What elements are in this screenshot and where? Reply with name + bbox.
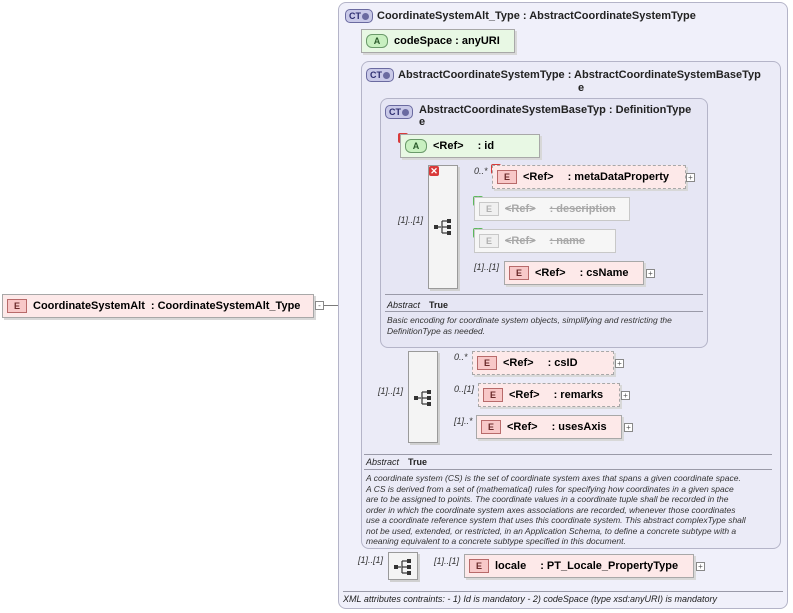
element-badge-icon: E: [479, 234, 499, 249]
element-badge-icon: E: [497, 170, 517, 185]
element-badge-icon: E: [7, 299, 27, 314]
element-name: locale: [495, 560, 527, 572]
complex-type-title: AbstractCoordinateSystemBaseTyp : Defini…: [419, 104, 692, 116]
element-badge-icon: E: [479, 202, 499, 217]
element-name: : description: [549, 203, 616, 215]
connector: [322, 305, 338, 306]
expander-plus-icon[interactable]: +: [646, 269, 655, 278]
element-badge-icon: E: [477, 356, 497, 371]
divider: [343, 591, 783, 592]
complex-type-title-wrap: e: [578, 82, 585, 94]
cardinality-label: [1]..[1]: [434, 556, 460, 566]
cardinality-label: [1]..[1]: [398, 215, 424, 225]
divider: [364, 454, 772, 455]
element-badge-icon: E: [469, 559, 489, 574]
complex-type-badge-icon: CT: [385, 105, 413, 119]
element-badge-icon: E: [483, 388, 503, 403]
ref-label: <Ref>: [509, 389, 540, 401]
element-name-removed[interactable]: E <Ref> : name: [474, 229, 616, 253]
complex-type-badge-icon: CT: [345, 9, 373, 23]
ref-label: <Ref>: [503, 357, 534, 369]
element-badge-icon: E: [509, 266, 529, 281]
sequence-compositor[interactable]: [388, 552, 418, 580]
element-badge-icon: E: [481, 420, 501, 435]
sequence-icon: [434, 219, 451, 235]
attribute-name: : id: [477, 140, 495, 152]
prohibited-x-icon: ✕: [429, 166, 439, 176]
element-csid[interactable]: E <Ref> : csID: [472, 351, 614, 375]
abstract-value: True: [429, 300, 449, 310]
abstract-value: True: [408, 457, 428, 467]
complex-type-title: CoordinateSystemAlt_Type : AbstractCoord…: [377, 10, 696, 22]
complex-type-title: AbstractCoordinateSystemType : AbstractC…: [398, 69, 761, 81]
divider: [385, 294, 703, 295]
cardinality-label: 0..*: [474, 166, 488, 176]
element-type: : CoordinateSystemAlt_Type: [150, 300, 301, 312]
attribute-badge-icon: A: [405, 139, 427, 154]
xml-constraints-footer: XML attributes contraints: - 1) Id is ma…: [343, 594, 717, 604]
attribute-name: codeSpace: [394, 35, 453, 47]
element-remarks[interactable]: E <Ref> : remarks: [478, 383, 620, 407]
sequence-icon: [414, 390, 431, 406]
complex-type-badge-icon: CT: [366, 68, 394, 82]
documentation-text: Basic encoding for coordinate system obj…: [387, 315, 672, 336]
element-name: : csID: [547, 357, 578, 369]
element-name: : metaDataProperty: [567, 171, 670, 183]
ref-label: <Ref>: [505, 235, 536, 247]
complex-type-title-wrap: e: [419, 116, 426, 128]
element-description[interactable]: E <Ref> : description: [474, 197, 630, 221]
element-name: : usesAxis: [551, 421, 607, 433]
abstract-label: Abstract: [366, 457, 400, 467]
element-csname[interactable]: E <Ref> : csName: [504, 261, 644, 285]
element-name: : csName: [579, 267, 629, 279]
attribute-id[interactable]: A <Ref> : id: [400, 134, 540, 158]
expander-plus-icon[interactable]: -: [315, 301, 324, 310]
documentation-text: A coordinate system (CS) is the set of c…: [366, 473, 746, 546]
ref-label: <Ref>: [535, 267, 566, 279]
ref-label: <Ref>: [523, 171, 554, 183]
attribute-badge-icon: A: [366, 34, 388, 49]
sequence-compositor[interactable]: [408, 351, 438, 443]
element-name: : name: [549, 235, 586, 247]
sequence-compositor[interactable]: ✕: [428, 165, 458, 289]
element-usesaxis[interactable]: E <Ref> : usesAxis: [476, 415, 622, 439]
expander-plus-icon[interactable]: +: [621, 391, 630, 400]
cardinality-label: [1]..[1]: [378, 386, 404, 396]
cardinality-label: 0..[1]: [454, 384, 475, 394]
expander-plus-icon[interactable]: +: [624, 423, 633, 432]
element-type: : PT_Locale_PropertyType: [540, 560, 679, 572]
divider: [385, 311, 703, 312]
expander-plus-icon[interactable]: +: [686, 173, 695, 182]
expander-plus-icon[interactable]: +: [615, 359, 624, 368]
divider: [364, 469, 772, 470]
complex-type-coordinatesystemalt-type: CT CoordinateSystemAlt_Type : AbstractCo…: [338, 2, 788, 609]
ref-label: <Ref>: [433, 140, 464, 152]
cardinality-label: [1]..[1]: [358, 555, 384, 565]
element-metadataproperty[interactable]: E <Ref> : metaDataProperty: [492, 165, 686, 189]
expander-plus-icon[interactable]: +: [696, 562, 705, 571]
abstract-label: Abstract: [387, 300, 421, 310]
sequence-icon: [394, 559, 411, 575]
cardinality-label: [1]..[1]: [474, 262, 500, 272]
root-element-coordinatesystemalt[interactable]: E CoordinateSystemAlt : CoordinateSystemAl…: [2, 294, 314, 318]
element-name: : remarks: [553, 389, 604, 401]
element-name: CoordinateSystemAlt: [33, 300, 145, 312]
cardinality-label: 0..*: [454, 352, 468, 362]
attribute-type: : anyURI: [455, 35, 500, 47]
ref-label: <Ref>: [505, 203, 536, 215]
ref-label: <Ref>: [507, 421, 538, 433]
cardinality-label: [1]..*: [454, 416, 473, 426]
